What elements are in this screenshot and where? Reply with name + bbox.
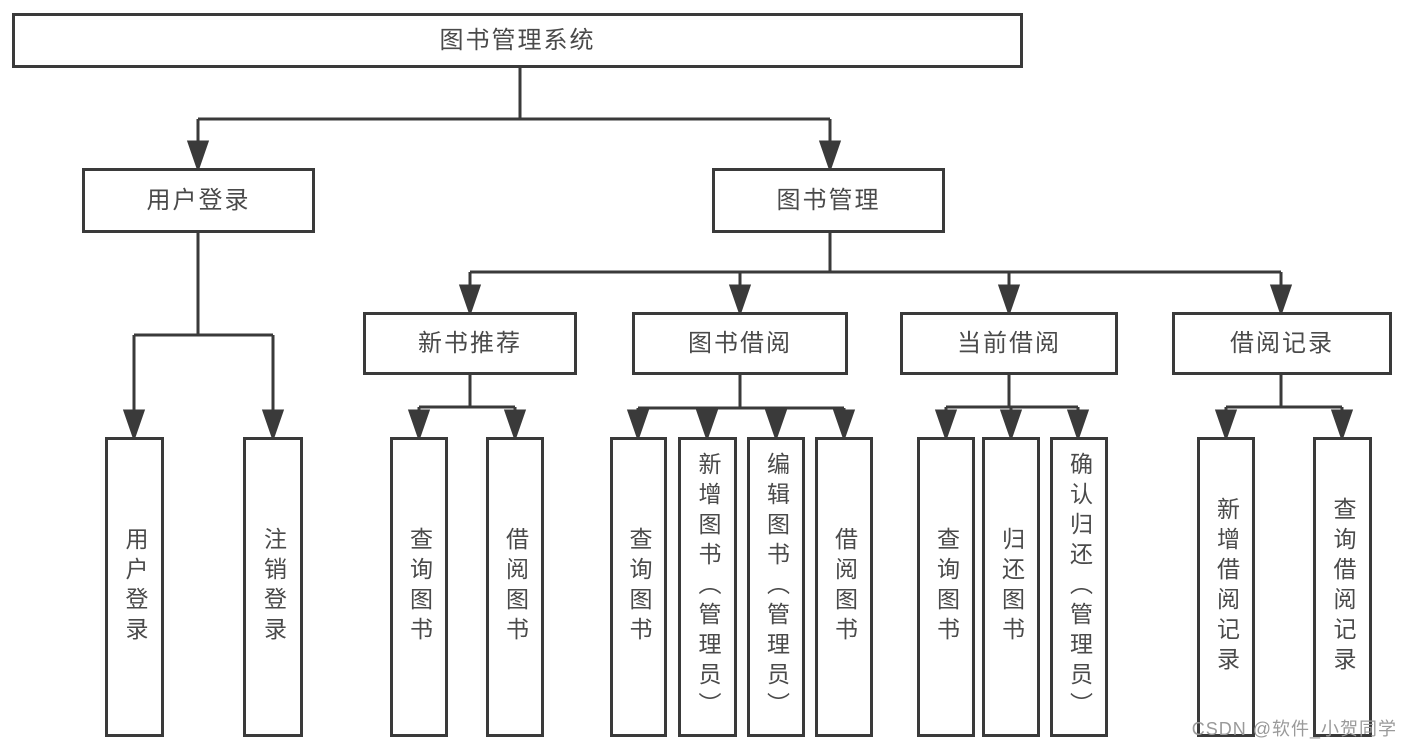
leaf-records-query-record: 查询借阅记录 [1313,437,1372,737]
leaf-login-logout: 注销登录 [243,437,303,737]
connector-recommend-to-leaves [407,375,527,442]
node-book-management: 图书管理 [712,168,945,233]
leaf-recommend-borrow-books: 借阅图书 [486,437,544,737]
leaf-login-user-login: 用户登录 [105,437,164,737]
connector-root-to-level2 [186,68,842,173]
leaf-records-add-record: 新增借阅记录 [1197,437,1255,737]
node-book-borrow: 图书借阅 [632,312,848,375]
leaf-current-confirm-return-admin: 确认归还（管理员） [1050,437,1108,737]
leaf-borrow-edit-books-admin: 编辑图书（管理员） [747,437,805,737]
leaf-current-return-books: 归还图书 [982,437,1040,737]
leaf-borrow-borrow-books: 借阅图书 [815,437,873,737]
node-root-system: 图书管理系统 [12,13,1023,68]
leaf-recommend-query-books: 查询图书 [390,437,448,737]
leaf-borrow-query-books: 查询图书 [610,437,667,737]
leaf-current-query-books: 查询图书 [917,437,975,737]
node-borrow-records: 借阅记录 [1172,312,1392,375]
connector-records-to-leaves [1214,375,1354,442]
connector-borrow-to-leaves [626,375,856,442]
node-new-book-recommend: 新书推荐 [363,312,577,375]
node-current-borrow: 当前借阅 [900,312,1118,375]
csdn-watermark: CSDN @软件_小贺同学 [1191,719,1397,739]
connector-management-to-level3 [458,233,1293,317]
connector-login-to-leaves [122,233,285,442]
node-user-login: 用户登录 [82,168,315,233]
connector-current-to-leaves [934,375,1090,442]
leaf-borrow-add-books-admin: 新增图书（管理员） [678,437,737,737]
